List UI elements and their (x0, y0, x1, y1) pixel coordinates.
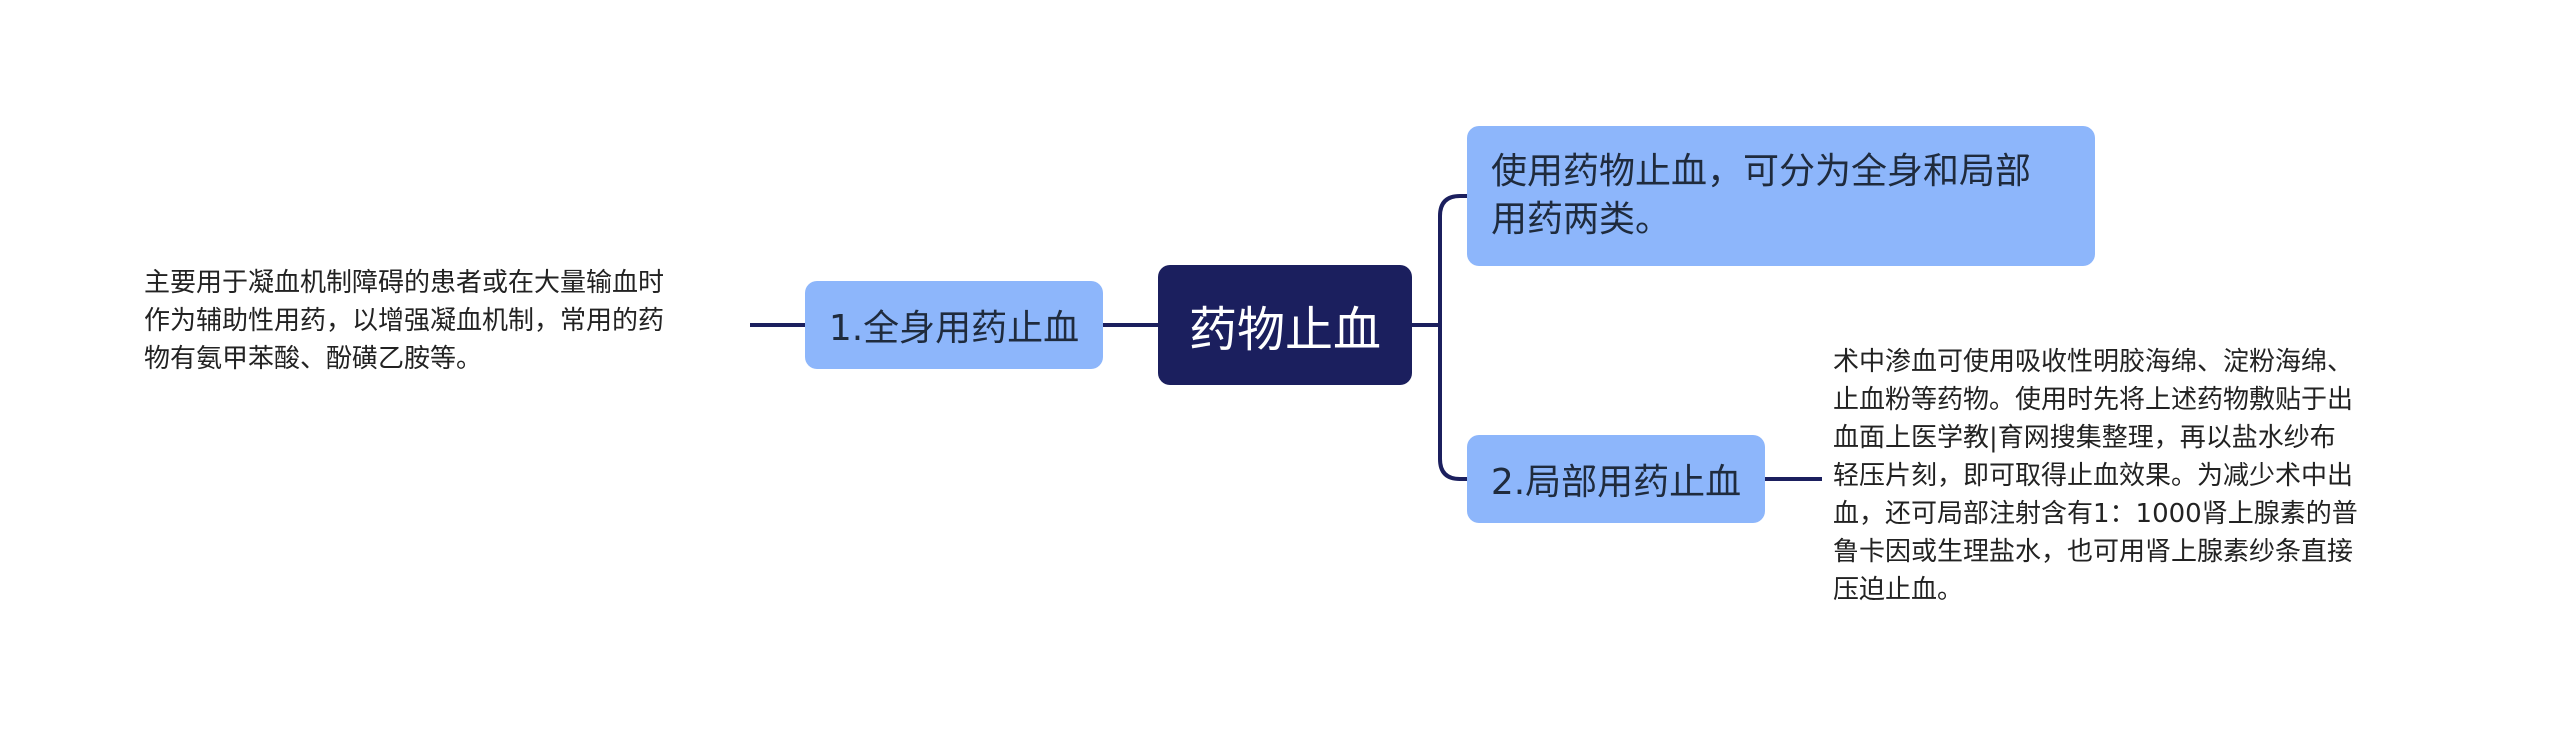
branch-label-local: 2.局部用药止血 (1490, 462, 1742, 503)
note-local: 术中渗血可使用吸收性明胶海绵、淀粉海绵、 止血粉等药物。使用时先将上述药物敷贴于… (1833, 347, 2358, 605)
root-label: 药物止血 (1188, 302, 1381, 358)
branch-node-systemic[interactable]: 1.全身用药止血 (805, 281, 1103, 369)
note-systemic: 主要用于凝血机制障碍的患者或在大量输血时 作为辅助性用药，以增强凝血机制，常用的… (144, 268, 665, 374)
branch-label-systemic: 1.全身用药止血 (828, 308, 1080, 349)
branch-label-overview: 使用药物止血，可分为全身和局部 用药两类。 (1491, 151, 2032, 240)
branch-node-overview[interactable]: 使用药物止血，可分为全身和局部 用药两类。 (1467, 126, 2095, 266)
root-node[interactable]: 药物止血 (1158, 265, 1412, 385)
connector-trunk-local (1438, 325, 1467, 481)
connector-trunk-overview (1438, 194, 1467, 325)
branch-node-local[interactable]: 2.局部用药止血 (1467, 435, 1765, 523)
